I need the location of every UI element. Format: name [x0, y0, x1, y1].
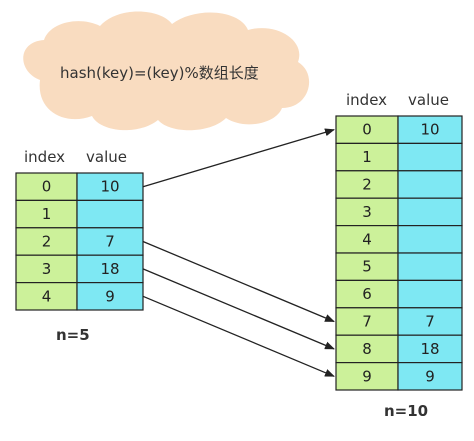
large-table-index-label: 1	[362, 148, 372, 166]
small-table-index-label: 2	[42, 233, 52, 251]
formula-cloud	[23, 11, 310, 131]
small-table-value-cell	[76, 282, 144, 311]
large-table-index-cell	[335, 225, 399, 254]
small-table-index-header: index	[24, 148, 66, 166]
large-table-value-label: 10	[420, 121, 439, 139]
large-table-index-label: 5	[362, 258, 372, 276]
small-table-value-cell	[76, 172, 144, 201]
large-table-value-label: 7	[425, 313, 435, 331]
small-table-value-label: 9	[105, 287, 115, 305]
large-table-value-cell	[397, 142, 463, 172]
large-table-index-label: 7	[362, 313, 372, 331]
large-table-value-cell	[397, 225, 463, 254]
large-table-index-label: 3	[362, 203, 372, 221]
large-table-size-label: n=10	[384, 402, 429, 420]
large-table-index-label: 4	[362, 230, 372, 248]
large-table-index-cell	[335, 362, 399, 391]
large-table-value-cell	[397, 279, 463, 309]
large-table-value-cell	[397, 197, 463, 227]
large-table-value-cell	[397, 170, 463, 199]
large-table-value-label: 9	[425, 367, 435, 385]
small-table-index-label: 4	[42, 287, 52, 305]
large-table-value-label: 18	[420, 340, 439, 358]
small-table-value-cell	[76, 227, 144, 256]
mapping-arrow	[142, 295, 335, 377]
mapping-arrow	[142, 240, 335, 323]
mapping-arrow	[142, 268, 335, 350]
large-table-index-cell	[335, 279, 399, 309]
large-table-index-label: 9	[362, 367, 372, 385]
mapping-arrow	[142, 128, 335, 188]
large-table-index-cell	[335, 252, 399, 281]
small-table-value-label: 18	[100, 260, 119, 278]
small-table-index-label: 3	[42, 260, 52, 278]
large-table-value-header: value	[408, 91, 449, 109]
small-table-value-header: value	[86, 148, 127, 166]
large-table-value-cell	[397, 252, 463, 281]
small-table-index-cell	[15, 199, 78, 229]
large-table-index-label: 6	[362, 285, 372, 303]
large-table-index-label: 8	[362, 340, 372, 358]
large-table-index-label: 0	[362, 121, 372, 139]
small-table-index-label: 0	[42, 178, 52, 196]
small-table-size-label: n=5	[56, 326, 90, 344]
large-table-value-cell	[397, 307, 463, 336]
small-table-value-cell	[76, 199, 144, 229]
hash-formula: hash(key)=(key)%数组长度	[60, 64, 259, 82]
small-table-value-cell	[76, 254, 144, 284]
large-table-index-label: 2	[362, 176, 372, 194]
large-table-index-header: index	[346, 91, 388, 109]
small-table-value-label: 10	[100, 178, 119, 196]
small-table-value-label: 7	[105, 233, 115, 251]
large-table-index-cell	[335, 334, 399, 364]
small-table-index-cell	[15, 282, 78, 311]
large-table-value-cell	[397, 362, 463, 391]
small-table-index-label: 1	[42, 205, 52, 223]
